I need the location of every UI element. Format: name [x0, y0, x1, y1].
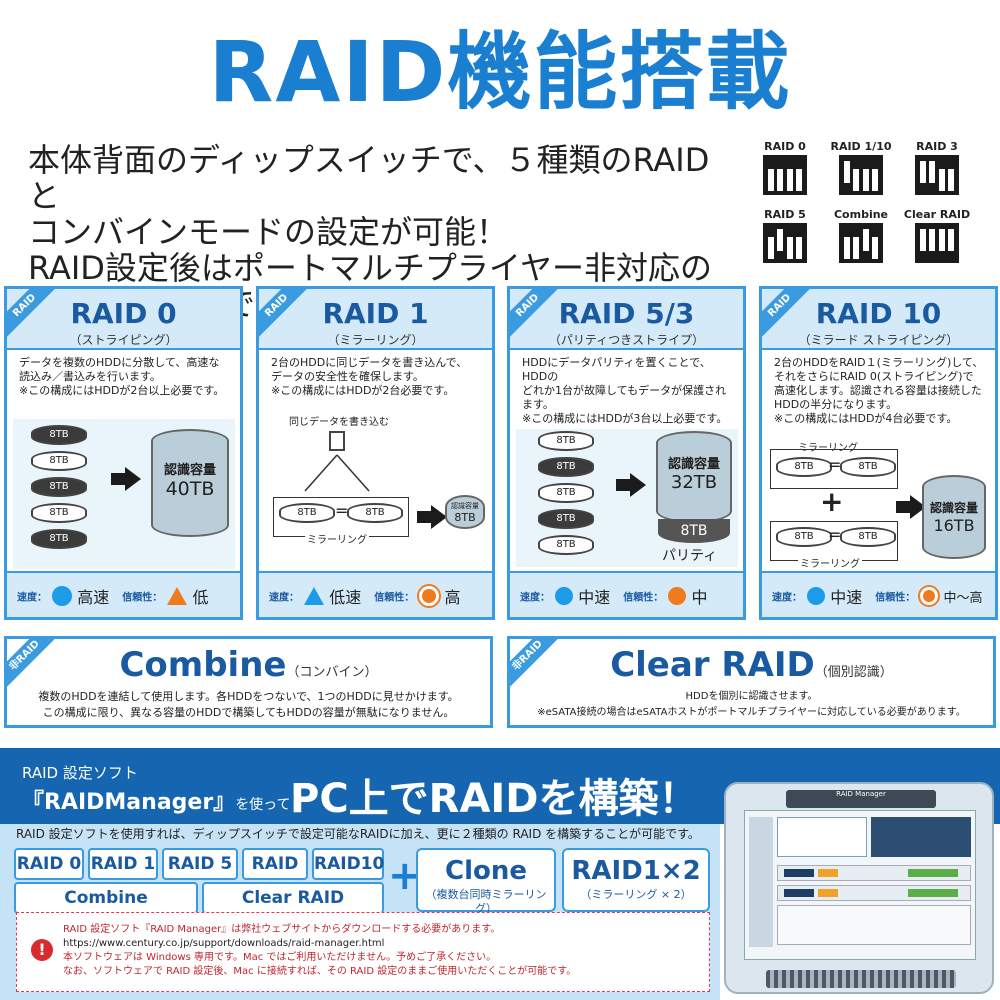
speed-circle-icon [52, 586, 73, 606]
volume-drum: 認識容量 40TB [151, 429, 229, 537]
dip-switch-icon [763, 223, 807, 263]
raid10-card: RAID RAID 10 （ミラード ストライピング） 2台のHDDをRAID１… [759, 286, 998, 620]
arrow-right-icon [616, 473, 646, 497]
reliability-circle-icon [920, 587, 939, 605]
raid0-diagram: 8TB 8TB 8TB 8TB 8TB 認識容量 40TB [13, 419, 235, 569]
mode-raid1: RAID 1 [88, 848, 158, 880]
mirror-bracket [770, 449, 898, 489]
disk-icon: 8TB [538, 509, 594, 529]
mode-raid1x2: RAID1×2 （ミラーリング × 2） [562, 848, 710, 912]
download-url: https://www.century.co.jp/support/downlo… [63, 938, 385, 949]
raid-manager-screenshot: RAID Manager [724, 782, 994, 994]
switch-clear-raid: Clear RAID [902, 208, 972, 268]
card-description: HDDにデータパリティを置くことで、HDDの どれか1台が故障してもデータが保護… [522, 356, 728, 425]
screenshot-title: RAID Manager [786, 790, 936, 808]
dip-switch-icon [839, 223, 883, 263]
volume-drum: 認識容量 8TB [445, 495, 485, 529]
dip-switch-icon [915, 223, 959, 263]
card-footer: 速度： 低速 信頼性： 高 [259, 571, 492, 617]
speed-triangle-icon [304, 587, 325, 605]
mode-combine: Combine [14, 882, 198, 914]
raid1-card: RAID RAID 1 （ミラーリング） 2台のHDDに同じデータを書き込んで、… [256, 286, 495, 620]
card-footer: 速度： 中速 信頼性： 中 [510, 571, 743, 617]
parity-segment: 8TB [658, 519, 730, 543]
mode-raid5: RAID 5 [162, 848, 238, 880]
combine-box: 非RAID Combine（コンバイン） 複数のHDDを連結して使用します。各H… [4, 636, 493, 728]
raid0-card: RAID RAID 0 （ストライピング） データを複数のHDDに分散して、高速… [4, 286, 243, 620]
reliability-triangle-icon [167, 587, 188, 605]
disk-icon: 8TB [279, 503, 335, 523]
disk-icon: 8TB [840, 527, 896, 547]
mode-clone: Clone （複数台同時ミラーリング） [416, 848, 556, 915]
switch-raid0: RAID 0 [750, 140, 820, 200]
card-description: 2台のHDDをRAID１(ミラーリング)して、 それをさらにRAID 0(ストラ… [774, 356, 984, 425]
disk-icon: 8TB [347, 503, 403, 523]
disk-icon: 8TB [538, 535, 594, 555]
document-icon [329, 431, 345, 451]
dip-switch-icon [915, 155, 959, 195]
card-header: RAID RAID 0 （ストライピング） [7, 289, 240, 350]
screenshot-info [871, 817, 971, 857]
switch-raid5: RAID 5 [750, 208, 820, 268]
speed-circle-icon [555, 587, 574, 605]
dip-switch-icon [763, 155, 807, 195]
notice-box: ! RAID 設定ソフト『RAID Manager』は弊社ウェブサイトからダウン… [16, 912, 710, 992]
disk-icon: 8TB [840, 457, 896, 477]
disk-icon: 8TB [538, 457, 594, 477]
raid1-diagram: 同じデータを書き込む 8TB = 8TB ミラーリング 認識容量 8TB [265, 417, 487, 569]
raid5-diagram: 8TB 8TB 8TB 8TB 8TB 認識容量 32TB 8TB パリティ [516, 429, 738, 567]
fork-arrows [304, 454, 370, 492]
card-description: 2台のHDDに同じデータを書き込んで、 データの安全性を確保します。 ※この構成… [271, 356, 468, 397]
speed-circle-icon [807, 587, 826, 605]
dip-switch-legend: RAID 0 RAID 1/10 RAID 3 RAID 5 Combine C… [750, 140, 975, 270]
disk-icon: 8TB [776, 457, 832, 477]
raid5-3-card: RAID RAID 5/3 （パリティつきストライプ） HDDにデータパリティを… [507, 286, 746, 620]
raid10-diagram: ミラーリング 8TB = 8TB + 8TB = 8TB ミラーリング 認識容量… [768, 439, 990, 570]
disk-icon: 8TB [538, 483, 594, 503]
card-header: RAID RAID 5/3 （パリティつきストライプ） [510, 289, 743, 350]
disk-icon: 8TB [31, 503, 87, 523]
disk-icon: 8TB [31, 425, 87, 445]
screenshot-tree [777, 817, 867, 857]
card-footer: 速度： 高速 信頼性： 低 [7, 571, 240, 617]
volume-drum: 認識容量 16TB [922, 475, 986, 559]
reliability-circle-icon [668, 587, 687, 605]
switch-raid1-10: RAID 1/10 [826, 140, 896, 200]
screenshot-row [777, 865, 971, 881]
mode-raid10: RAID10 [312, 848, 384, 880]
reliability-circle-icon [419, 586, 440, 606]
volume-drum: 認識容量 32TB [656, 431, 732, 523]
mode-clear-raid: Clear RAID [202, 882, 384, 914]
screenshot-sidebar [749, 817, 773, 947]
arrow-right-icon [111, 467, 141, 491]
disk-icon: 8TB [31, 529, 87, 549]
disk-icon: 8TB [31, 477, 87, 497]
disk-icon: 8TB [776, 527, 832, 547]
dip-switch-icon [839, 155, 883, 195]
plus-sign: + [388, 853, 422, 899]
card-footer: 速度： 中速 信頼性： 中〜高 [762, 571, 995, 617]
card-header: RAID RAID 1 （ミラーリング） [259, 289, 492, 350]
screenshot-base [766, 970, 956, 988]
screenshot-row [777, 885, 971, 901]
arrow-right-icon [417, 505, 447, 529]
card-header: RAID RAID 10 （ミラード ストライピング） [762, 289, 995, 350]
warning-icon: ! [31, 939, 53, 961]
disk-icon: 8TB [31, 451, 87, 471]
screenshot-row [777, 905, 971, 945]
mode-raid0: RAID 0 [14, 848, 84, 880]
switch-raid3: RAID 3 [902, 140, 972, 200]
mode-raid3: RAID 3 [242, 848, 308, 902]
switch-combine: Combine [826, 208, 896, 268]
card-description: データを複数のHDDに分散して、高速な 読込み／書込みを行います。 ※この構成に… [19, 356, 225, 397]
clear-raid-box: 非RAID Clear RAID（個別認識） HDDを個別に認識させます。 ※e… [507, 636, 996, 728]
disk-icon: 8TB [538, 431, 594, 451]
page-title: RAID機能搭載 [208, 23, 792, 121]
